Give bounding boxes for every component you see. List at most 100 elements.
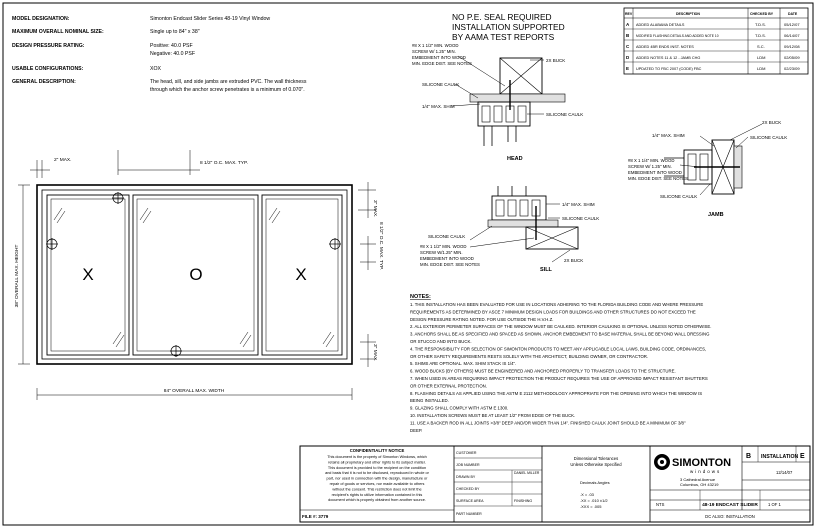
revision-date: 02/23/09 xyxy=(784,66,800,71)
revision-by: T.D.S. xyxy=(755,22,766,27)
revision-date: 02/05/09 xyxy=(784,55,800,60)
tolerance-row: .XX = .010 ±1/2 xyxy=(580,498,608,503)
company-address: Columbus, OH 43219 xyxy=(680,482,719,487)
head-anchor-note: #8 X 1 1/2" MIN. WOOD xyxy=(412,43,458,48)
note-line: 9. GLAZING SHALL COMPLY WITH ASTM E 1300… xyxy=(410,406,508,411)
revision-desc: UPDATED TO FBC 2007 (CODE) FBC xyxy=(636,67,702,71)
dim-height: 38" OVERALL MAX. HEIGHT xyxy=(14,245,20,308)
note-line: DESIGN PRESSURE RATING NOTED. FOR USE OU… xyxy=(410,317,553,322)
scale-value: NTS xyxy=(656,502,665,507)
spec-label: GENERAL DESCRIPTION: xyxy=(12,79,76,85)
rev-value: E xyxy=(800,453,805,460)
note-line: 10. INSTALLATION SCREWS MUST BE AT LEAST… xyxy=(410,413,575,418)
seal-note-line: BY AAMA TEST REPORTS xyxy=(452,32,555,42)
doc-number: INSTALLATION xyxy=(761,454,799,460)
field-label: JOB NUMBER xyxy=(456,463,480,467)
spec-row: MODEL DESIGNATION: Simonton Endcast Slid… xyxy=(12,16,270,22)
spec-value: through which the anchor screw penetrate… xyxy=(150,87,305,93)
sill-anchor-note: SCREW W/1.25" MIN. xyxy=(420,250,463,255)
field-value: FINISHING xyxy=(514,499,532,503)
jamb-sealant-label: SILICONE CAULK xyxy=(750,135,787,140)
confidentiality-line: and basis that it is not to be disclosed… xyxy=(325,471,430,475)
revision-desc: ADDED NOTES 11 & 12 - JAMB CHG xyxy=(636,56,700,60)
sheet-value: 1 OF 1 xyxy=(768,502,781,507)
spec-row: GENERAL DESCRIPTION: The head, sill, and… xyxy=(12,79,307,85)
confidentiality-line: retains all proprietary and other rights… xyxy=(328,460,426,464)
spec-label: MODEL DESIGNATION: xyxy=(12,16,70,22)
jamb-title: JAMB xyxy=(708,212,724,218)
spec-label: MAXIMUM OVERALL NOMINAL SIZE: xyxy=(12,29,104,35)
revision-row: B MODIFIED FLASHING DETAILS AND ADDED NO… xyxy=(626,33,800,38)
title-block: CONFIDENTIALITY NOTICE This document is … xyxy=(299,445,811,523)
head-anchor-note: SCREW W/ 1.25" MIN. xyxy=(412,49,456,54)
dim-right-mid: 8 1/2" O.C. MAX. TYP. xyxy=(378,222,384,270)
tolerance-row: Decimals Angles xyxy=(580,480,610,485)
head-sealant2-label: SILICONE CAULK xyxy=(546,112,583,117)
company-logo: SIMONTON windows xyxy=(654,454,731,474)
head-sealant-label: SILICONE CAULK xyxy=(422,82,459,87)
sill-sealant-label: SILICONE CAULK xyxy=(562,216,599,221)
revision-by: LDM xyxy=(757,55,765,60)
head-anchor-note: EMBEDMENT INTO WOOD xyxy=(412,55,466,60)
title-field: PART NUMBER xyxy=(456,512,482,516)
revision-date: 05/12/07 xyxy=(784,22,800,27)
tolerance-title: Unless Otherwise Specified xyxy=(570,462,622,467)
jamb-anchor-note: #8 X 1 1/4" MIN. WOOD xyxy=(628,158,674,163)
field-label: SURFACE AREA xyxy=(456,499,484,503)
field-label: CUSTOMER xyxy=(456,451,477,455)
confidentiality-line: recipient's rights to utilize informatio… xyxy=(332,493,423,497)
confidentiality-line: document which is properly obtained from… xyxy=(328,498,426,502)
head-title: HEAD xyxy=(507,156,523,162)
spec-row: MAXIMUM OVERALL NOMINAL SIZE: Single up … xyxy=(12,29,200,35)
sill-anchor-note: EMBEDMENT INTO WOOD xyxy=(420,256,474,261)
revision-rev: E xyxy=(626,66,629,71)
sill-anchor-note: MIN. EDGE DIST. SEE NOTES xyxy=(420,262,480,267)
spec-value: Simonton Endcast Slider Series 48-19 Vin… xyxy=(150,16,270,22)
spec-label: DESIGN PRESSURE RATING: xyxy=(12,43,85,49)
sill-shim-label: 1/4" MAX. SHIM xyxy=(562,202,595,207)
dim-width: 84" OVERALL MAX. WIDTH xyxy=(164,388,225,394)
spec-label: USABLE CONFIGURATIONS: xyxy=(12,66,84,72)
note-line: 2. ALL EXTERIOR PERIMETER SURFACES OF TH… xyxy=(410,324,711,329)
dim-right-top: 3" MAX. xyxy=(372,200,378,217)
sash-right xyxy=(261,194,343,356)
note-line: 11. USE A BACKER ROD IN ALL JOINTS >3/8"… xyxy=(410,420,686,425)
head-shim-label: 1/4" MAX. SHIM xyxy=(422,104,455,109)
note-line: OR OTHER SAFETY REQUIREMENTS RESTS SOLEL… xyxy=(410,354,648,359)
spec-value: Positive: 40.0 PSF xyxy=(150,43,193,49)
revision-date: 09/12/08 xyxy=(784,44,800,49)
sash-label: O xyxy=(189,265,202,284)
window-frame-inner xyxy=(41,189,348,360)
title-field: SURFACE AREA FINISHING xyxy=(456,499,532,503)
revision-header: REV xyxy=(625,12,633,16)
spec-row: Negative: 40.0 PSF xyxy=(150,51,195,57)
revision-row: A ADDED ALABAMA DETAILS T.D.S. 05/12/07 xyxy=(626,22,800,27)
revision-row: E UPDATED TO FBC 2007 (CODE) FBC LDM 02/… xyxy=(626,66,800,71)
file-number: FILE #: 3779 xyxy=(302,514,329,519)
sash-left xyxy=(46,194,130,356)
note-line: 5. SHIMS ARE OPTIONAL. MAX. SHIM STACK I… xyxy=(410,361,516,366)
spec-row: DESIGN PRESSURE RATING: Positive: 40.0 P… xyxy=(12,43,193,49)
window-elevation: X O X xyxy=(14,150,384,400)
note-line: 4. THE RESPONSIBILITY FOR SELECTION OF S… xyxy=(410,346,706,351)
title-field: DRAWN BY DANIEL MILLER xyxy=(456,471,540,479)
head-buck-label: 2X BUCK xyxy=(546,58,565,63)
size-value: B xyxy=(746,453,751,460)
spec-row: through which the anchor screw penetrate… xyxy=(150,87,305,93)
revision-rev: D xyxy=(626,55,630,60)
company-name: SIMONTON xyxy=(672,457,731,469)
revision-rev: A xyxy=(626,22,630,27)
revision-desc: ADDED ALABAMA DETAILS xyxy=(636,23,685,27)
revision-row: D ADDED NOTES 11 & 12 - JAMB CHG LDM 02/… xyxy=(626,55,800,60)
confidentiality-line: repair of goods or services, nor made av… xyxy=(330,482,425,486)
spec-value: Negative: 40.0 PSF xyxy=(150,51,195,57)
head-detail: #8 X 1 1/2" MIN. WOOD SCREW W/ 1.25" MIN… xyxy=(412,43,583,162)
tolerance-row: .XXX = .005 xyxy=(580,504,602,509)
sill-sealant2-label: SILICONE CAULK xyxy=(428,234,465,239)
revision-rev: C xyxy=(626,44,630,49)
spec-value: Single up to 84" x 38" xyxy=(150,29,200,35)
note-line: 8. FLASHING DETAILS AS APPLIED USING THE… xyxy=(410,391,702,396)
revision-desc: ADDED 4BR ENDS INST. NOTES xyxy=(636,45,694,49)
field-label: CHECKED BY xyxy=(456,487,480,491)
sill-buck-label: 2X BUCK xyxy=(564,258,583,263)
